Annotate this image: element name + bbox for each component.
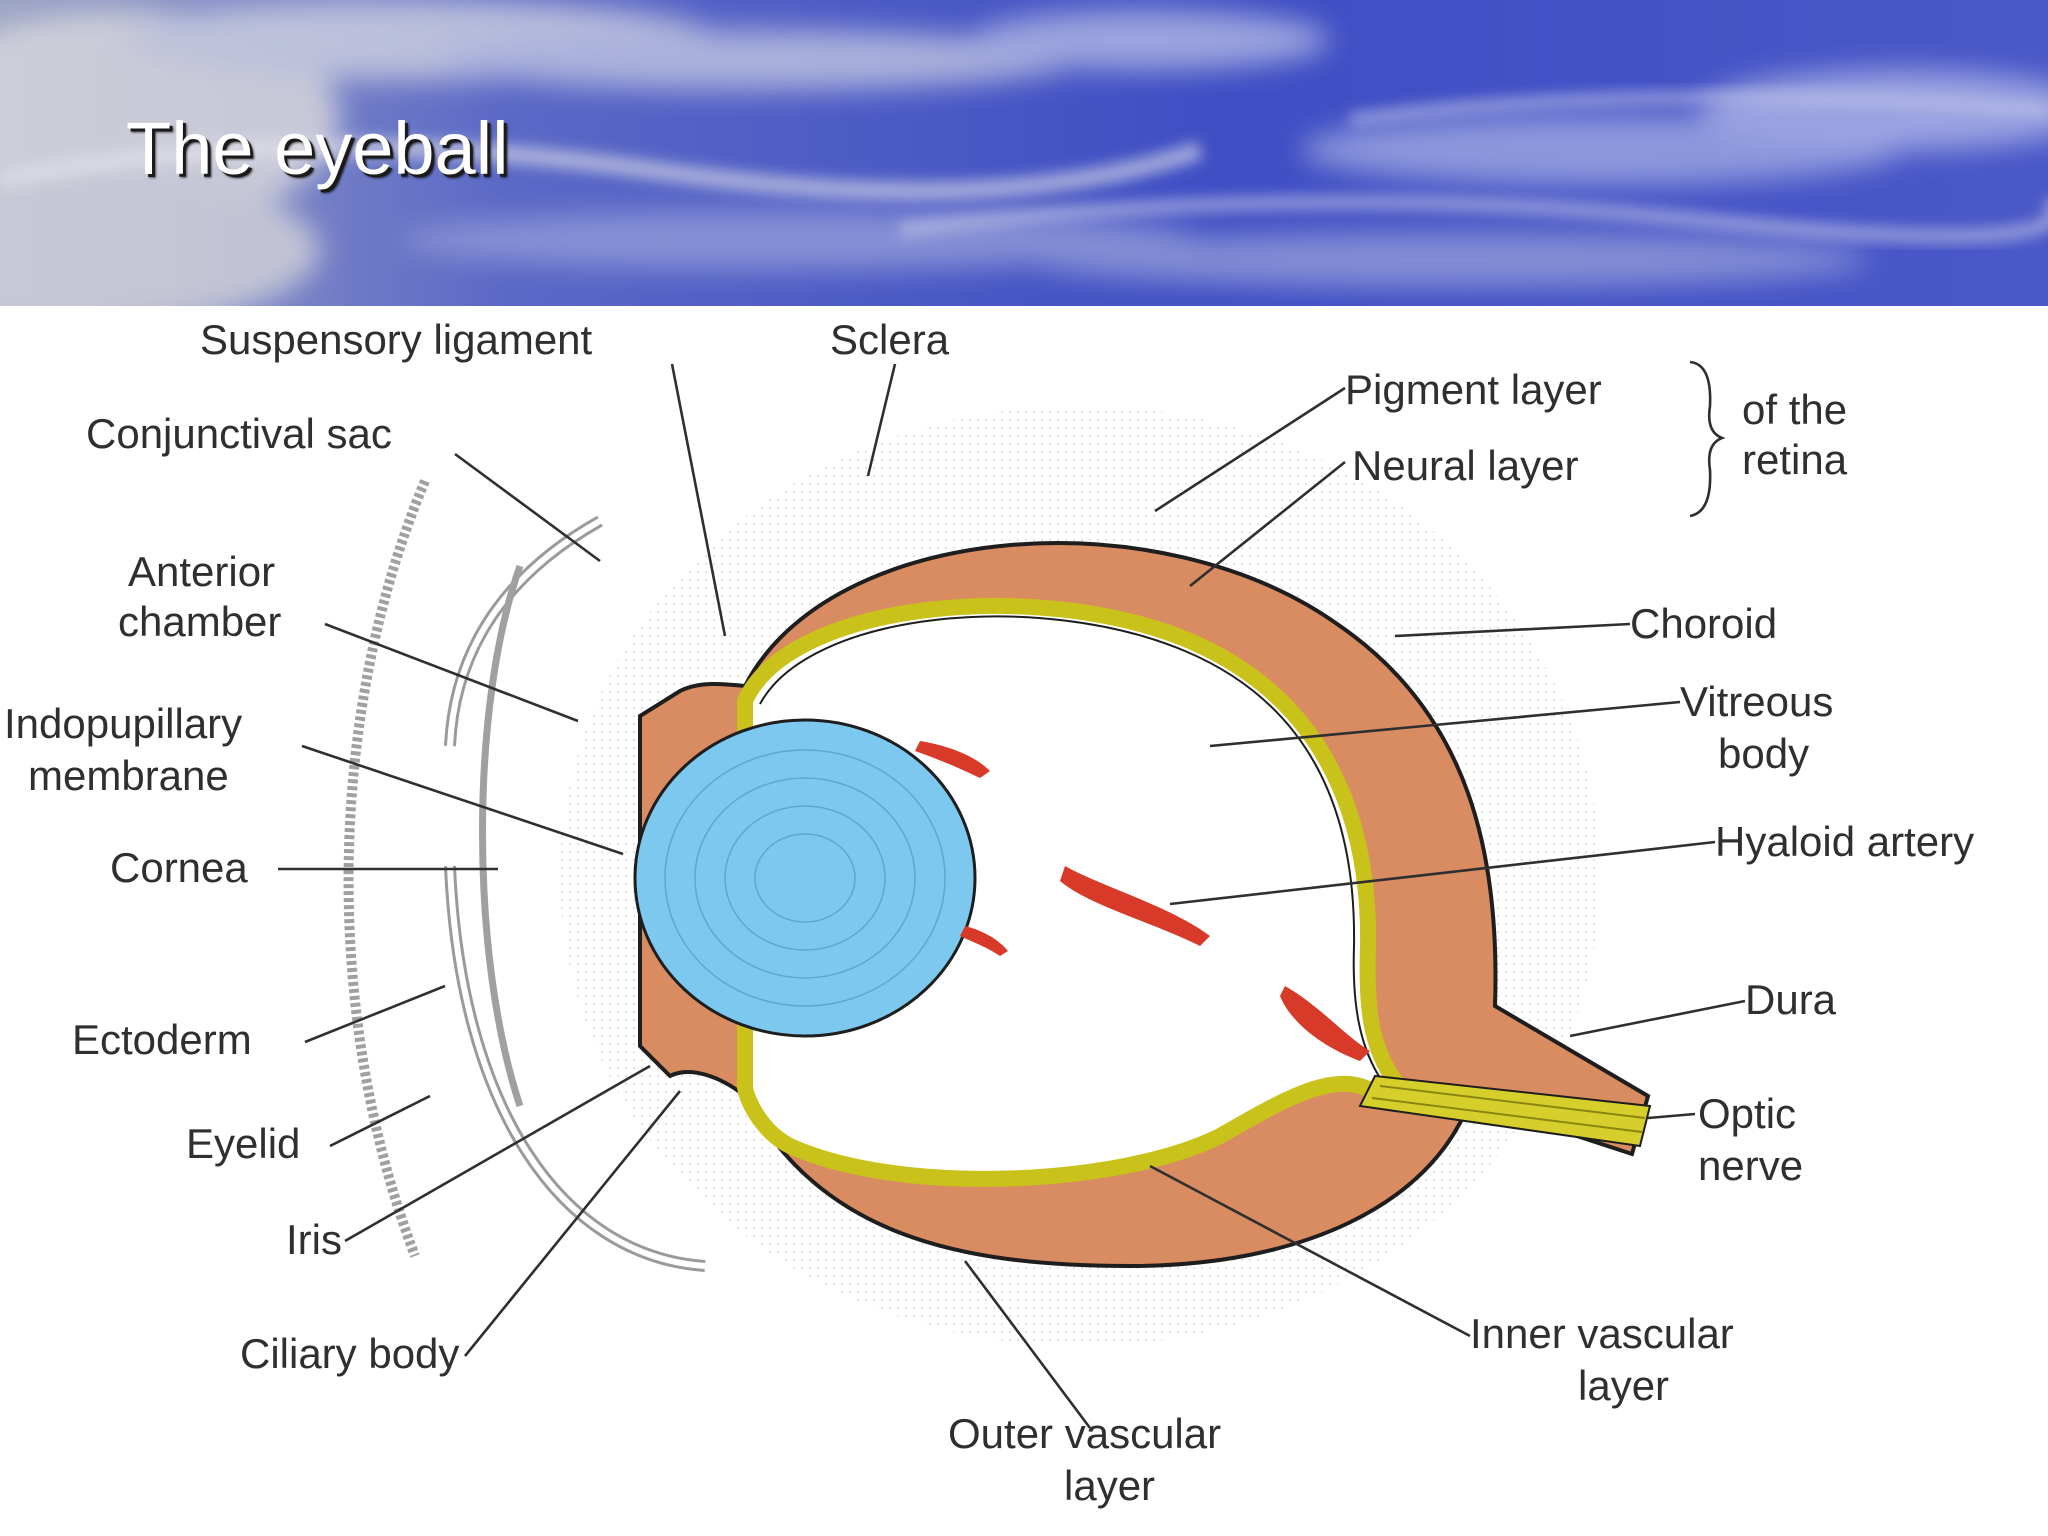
leader-inner-vascular (1149, 1164, 1471, 1338)
title-banner: The eyeball (0, 0, 2048, 306)
leader-suspensory-ligament (670, 363, 727, 637)
leader-dura (1569, 999, 1746, 1038)
label-iris: Iris (286, 1216, 342, 1263)
leader-indopupillary (301, 744, 624, 856)
label-chamber: chamber (118, 598, 281, 645)
leader-sclera (866, 363, 897, 477)
sky-background (0, 0, 2048, 306)
label-vitreous-body: body (1718, 730, 1809, 777)
eyeball-figure: Suspensory ligament Sclera Pigment layer… (4, 316, 1974, 1509)
label-nerve: nerve (1698, 1142, 1803, 1189)
leader-pigment-layer (1154, 386, 1346, 513)
label-retina: retina (1742, 436, 1848, 483)
lens (633, 718, 977, 1038)
label-cornea: Cornea (110, 844, 248, 891)
label-outer-vascular: Outer vascular (948, 1410, 1221, 1457)
leader-vitreous-body (1209, 700, 1681, 748)
label-sclera: Sclera (830, 316, 950, 363)
label-dura: Dura (1745, 976, 1837, 1023)
slide-title: The eyeball (126, 107, 509, 190)
label-choroid: Choroid (1630, 600, 1777, 647)
leader-conjunctival-sac (454, 452, 601, 563)
ectoderm-inner (479, 564, 524, 1108)
ectoderm-outer (343, 479, 430, 1258)
leader-choroid (1394, 622, 1631, 638)
leader-hyaloid-artery (1169, 840, 1716, 906)
upper-eyelid (444, 515, 603, 747)
leader-ciliary-body (463, 1090, 682, 1357)
label-neural-layer: Neural layer (1352, 442, 1578, 489)
eyeball-diagram: Suspensory ligament Sclera Pigment layer… (0, 306, 2048, 1536)
leader-optic-nerve (1647, 1112, 1696, 1120)
label-optic: Optic (1698, 1090, 1796, 1137)
retina-edge (759, 615, 1383, 1082)
label-inner-vascular: Inner vascular (1470, 1310, 1734, 1357)
lens-rings (664, 749, 946, 1007)
diagram-labels: Suspensory ligament Sclera Pigment layer… (4, 316, 1974, 1509)
label-ciliary-body: Ciliary body (240, 1330, 459, 1377)
label-conjunctival-sac: Conjunctival sac (86, 410, 392, 457)
leader-outer-vascular (963, 1260, 1092, 1429)
label-vitreous: Vitreous (1680, 678, 1833, 725)
label-anterior: Anterior (128, 548, 275, 595)
leader-lines (278, 360, 1746, 1429)
label-indopupillary: Indopupillary (4, 700, 242, 747)
optic-nerve-stalk (1358, 1074, 1652, 1148)
label-hyaloid-artery: Hyaloid artery (1715, 818, 1974, 865)
label-membrane: membrane (28, 752, 229, 799)
leader-neural-layer (1189, 460, 1346, 588)
label-inner-vascular-layer: layer (1578, 1362, 1669, 1409)
label-pigment-layer: Pigment layer (1345, 366, 1602, 413)
label-outer-vascular-layer: layer (1064, 1462, 1155, 1509)
optic-nerve-lines (1371, 1085, 1646, 1133)
leader-ectoderm (304, 984, 446, 1044)
label-ectoderm: Ectoderm (72, 1016, 252, 1063)
label-suspensory-ligament: Suspensory ligament (200, 316, 593, 363)
vitreous-cavity (737, 598, 1406, 1187)
lower-eyelid-inner (447, 865, 706, 1269)
label-of-the: of the (1742, 386, 1847, 433)
leader-eyelid (329, 1094, 431, 1148)
leader-anterior-chamber (324, 622, 579, 723)
retina-brace (1689, 360, 1726, 518)
hyaloid-vessels (915, 741, 1370, 1061)
upper-eyelid-inner (447, 518, 602, 747)
leader-iris (344, 1064, 651, 1243)
label-eyelid: Eyelid (186, 1120, 300, 1167)
